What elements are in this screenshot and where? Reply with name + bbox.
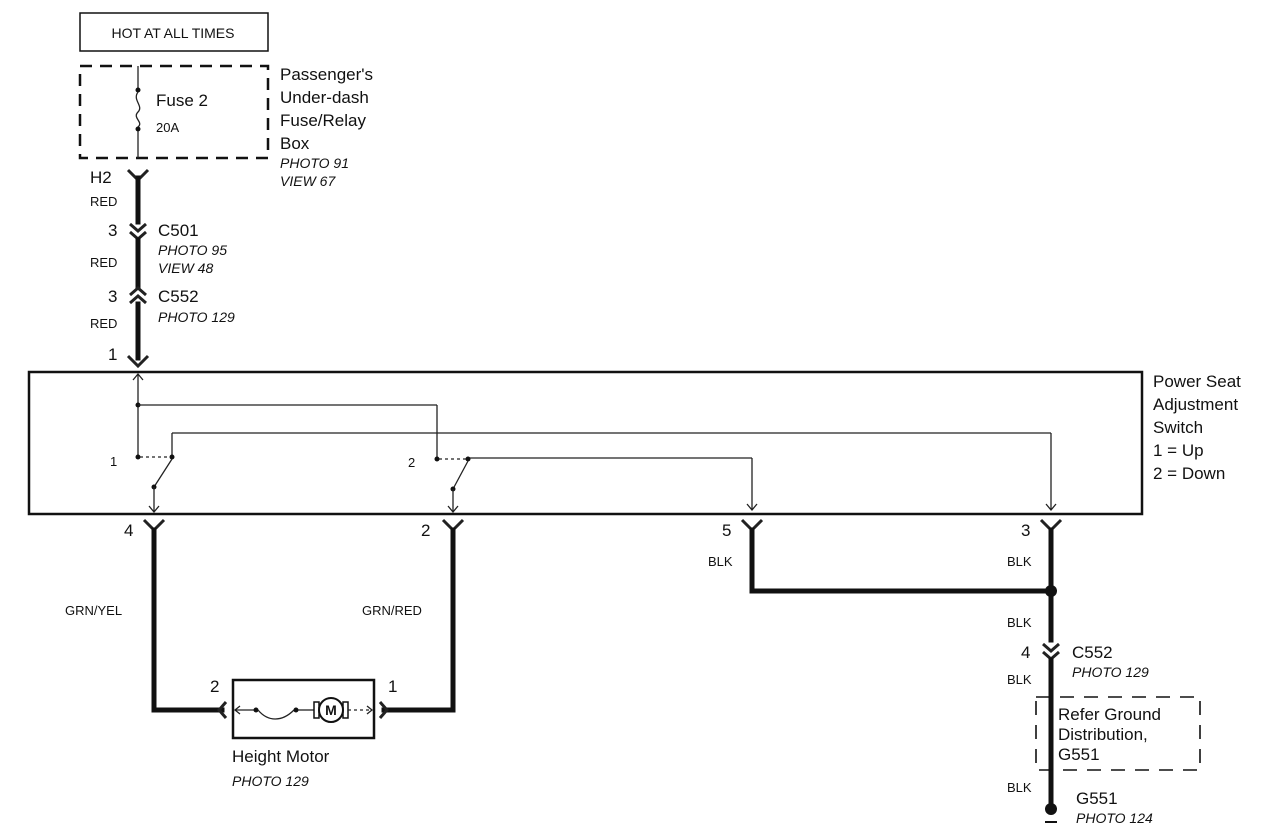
fuse-box-view: VIEW 67	[280, 173, 336, 189]
switch-position-2: 2	[408, 455, 415, 470]
switch-input-terminal	[126, 354, 150, 369]
wire-blk-pin5-label: BLK	[708, 554, 733, 569]
switch-legend-up: 1 = Up	[1153, 441, 1204, 460]
fuse-box-photo: PHOTO 91	[280, 155, 349, 171]
refer-ground-line3: G551	[1058, 745, 1100, 764]
wire-blk-4-label: BLK	[1007, 672, 1032, 687]
motor-pin-left: 2	[210, 677, 219, 696]
refer-ground-line1: Refer Ground	[1058, 705, 1161, 724]
ground-name: G551	[1076, 789, 1118, 808]
c501-name: C501	[158, 221, 199, 240]
switch-internal-wiring	[132, 372, 1057, 514]
fuse-box-name-2: Under-dash	[280, 88, 369, 107]
wire-blk-3-label: BLK	[1007, 615, 1032, 630]
motor-pin-right: 1	[388, 677, 397, 696]
c501-pin: 3	[108, 221, 117, 240]
c501-photo: PHOTO 95	[158, 242, 227, 258]
switch-pin-out-4: 4	[124, 521, 133, 540]
ground-point	[1045, 803, 1057, 815]
switch-output-terminals	[142, 518, 1063, 533]
fuse-box-name-1: Passenger's	[280, 65, 373, 84]
c552-top-photo: PHOTO 129	[158, 309, 235, 325]
fuse-symbol	[135, 91, 141, 128]
switch-box	[27, 370, 1144, 516]
wire-red-3-label: RED	[90, 316, 117, 331]
c552-top-pin: 3	[108, 287, 117, 306]
wire-red-1-label: RED	[90, 194, 117, 209]
switch-name-2: Adjustment	[1153, 395, 1238, 414]
switch-pin-out-3: 3	[1021, 521, 1030, 540]
fuse-box-name-3: Fuse/Relay	[280, 111, 366, 130]
switch-name-1: Power Seat	[1153, 372, 1241, 391]
connector-c501-symbol	[129, 222, 147, 241]
wire-grn-red	[381, 527, 456, 713]
refer-ground-box	[1035, 696, 1201, 771]
wire-blk-5-label: BLK	[1007, 780, 1032, 795]
c552-bottom-photo: PHOTO 129	[1072, 664, 1149, 680]
switch-name-3: Switch	[1153, 418, 1203, 437]
wire-grn-yel	[151, 527, 225, 713]
ground-photo: PHOTO 124	[1076, 810, 1153, 826]
fuse-name: Fuse 2	[156, 91, 208, 110]
power-label-box	[79, 12, 269, 52]
switch-legend-down: 2 = Down	[1153, 464, 1225, 483]
c501-view: VIEW 48	[158, 260, 213, 276]
fuse-box-outline	[78, 64, 270, 160]
connector-c552-top-symbol	[129, 286, 147, 305]
fuse-box-name-4: Box	[280, 134, 310, 153]
c552-bottom-pin: 4	[1021, 643, 1030, 662]
fuse-node-bottom	[135, 126, 141, 132]
refer-ground-line2: Distribution,	[1058, 725, 1148, 744]
switch-pin-out-2: 2	[421, 521, 430, 540]
wire-red-2-label: RED	[90, 255, 117, 270]
wire-grn-red-label: GRN/RED	[362, 603, 422, 618]
wire-grn-yel-label: GRN/YEL	[65, 603, 122, 618]
c552-top-name: C552	[158, 287, 199, 306]
refer-ground-bg	[1054, 702, 1194, 764]
switch-position-1: 1	[110, 454, 117, 469]
wire-blk-pin3-label: BLK	[1007, 554, 1032, 569]
motor-symbol: M	[325, 702, 337, 718]
switch-pin-in: 1	[108, 345, 117, 364]
motor-photo: PHOTO 129	[232, 773, 309, 789]
height-motor-box	[231, 678, 376, 740]
height-motor-connectors	[217, 701, 389, 719]
wire-blk-pin5	[749, 527, 1054, 594]
connector-c552-bottom-symbol	[1042, 642, 1060, 661]
c552-bottom-name: C552	[1072, 643, 1113, 662]
power-label: HOT AT ALL TIMES	[112, 25, 235, 41]
switch-pin-out-5: 5	[722, 521, 731, 540]
fuse-rating: 20A	[156, 120, 179, 135]
ground-splice	[1045, 585, 1057, 597]
fuse-node-top	[135, 87, 141, 93]
terminal-h2-label: H2	[90, 168, 112, 187]
motor-name: Height Motor	[232, 747, 330, 766]
height-motor-internal	[233, 697, 374, 723]
